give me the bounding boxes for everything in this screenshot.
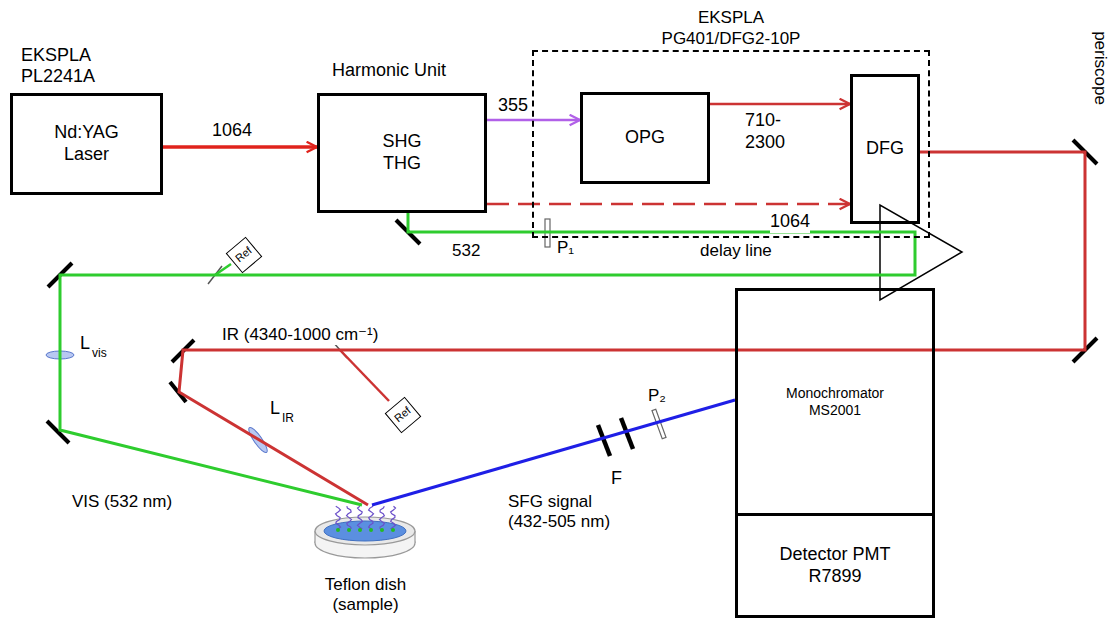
sample-dish: Teflon dish (sample): [318, 505, 413, 555]
molecule-chain: [336, 506, 341, 529]
molecule-head: [380, 528, 384, 532]
beam-label: 355: [498, 95, 528, 117]
text-holder: Nd:YAG Laser: [37, 122, 137, 165]
text-holder: Monochromator MS2001: [760, 385, 910, 419]
surface-molecules: [336, 506, 396, 532]
box-label: SHG THG: [376, 131, 428, 174]
delay-line-label: delay line: [700, 241, 772, 261]
molecule-head: [336, 528, 340, 532]
molecule-head: [347, 528, 351, 532]
harmonic-unit-box: Harmonic UnitSHG THG: [317, 93, 487, 213]
beam-splitters: [208, 266, 347, 358]
reference-beam: [340, 350, 389, 401]
molecule-chain: [358, 506, 363, 529]
box-label: Detector PMT R7899: [773, 544, 898, 587]
beam-path: [487, 203, 850, 206]
lens-label: L: [270, 398, 280, 420]
beam-label: SFG signal (432-505 nm): [508, 492, 628, 533]
text-holder: Harmonic Unit: [332, 60, 552, 82]
polarizer-label: P₂: [648, 386, 666, 406]
box-label: Nd:YAG Laser: [37, 122, 137, 165]
delay-prism: [880, 205, 962, 300]
text-holder: EKSPLA PL2241A: [21, 45, 116, 88]
box-label: Monochromator MS2001: [760, 385, 910, 419]
text-holder: DFG: [866, 138, 904, 160]
mirrors: [47, 140, 1097, 443]
box-heading: EKSPLA PG401/DFG2-10P: [644, 8, 819, 49]
beam-path: [60, 213, 915, 505]
text-holder: EKSPLA PG401/DFG2-10P: [644, 8, 819, 49]
reference-detector: Ref: [226, 237, 263, 274]
teflon-dish: [315, 517, 415, 558]
text-holder: Detector PMT R7899: [773, 544, 898, 587]
text-holder: Ref: [392, 404, 414, 425]
beam-label: 1064: [770, 211, 810, 233]
reference-detector: Ref: [385, 397, 422, 434]
box-heading: Teflon dish (sample): [311, 575, 421, 616]
box-label: Ref: [392, 404, 414, 425]
reference-beam: [215, 264, 231, 275]
lens-subscript: vis: [92, 346, 107, 360]
beam-path: [710, 103, 850, 106]
molecule-head: [358, 528, 362, 532]
text-holder: OPG: [625, 127, 665, 149]
lens-subscript: IR: [282, 411, 294, 425]
molecule-head: [369, 528, 373, 532]
beam-path: [372, 400, 735, 505]
molecule-chain: [369, 506, 374, 529]
filter-label: F: [611, 468, 622, 490]
beam-path: [163, 145, 317, 149]
beam-label: IR (4340-1000 cm⁻¹): [222, 325, 378, 345]
beam-label: VIS (532 nm): [72, 492, 172, 512]
dfg-box: DFG: [850, 74, 920, 224]
beam-label: 710-2300: [745, 110, 789, 153]
molecule-head: [391, 528, 395, 532]
opa-housing: EKSPLA PG401/DFG2-10POPGDFG: [532, 50, 930, 238]
laser-box: EKSPLA PL2241ANd:YAG Laser: [10, 93, 163, 195]
beam-label: 532: [452, 241, 480, 261]
box-label: OPG: [625, 127, 665, 149]
text-holder: Teflon dish (sample): [311, 575, 421, 616]
box-label: DFG: [866, 138, 904, 160]
detector-box: Detector PMT R7899: [735, 513, 935, 618]
molecule-chain: [347, 506, 352, 529]
beam-path: [179, 152, 1085, 505]
periscope-label: periscope: [1090, 31, 1110, 105]
lens-label: L: [80, 333, 90, 355]
box-heading: EKSPLA PL2241A: [21, 45, 116, 88]
molecule-chain: [391, 506, 396, 529]
polarizer-label: P₁: [557, 238, 574, 258]
text-holder: SHG THG: [376, 131, 428, 174]
opg-box: OPG: [580, 92, 710, 184]
beam-label: 1064: [212, 120, 252, 142]
monochromator-box: Monochromator MS2001: [735, 288, 935, 516]
box-label: Ref: [233, 244, 255, 265]
molecule-chain: [380, 506, 385, 529]
text-holder: Ref: [233, 244, 255, 265]
box-heading: Harmonic Unit: [332, 60, 552, 82]
